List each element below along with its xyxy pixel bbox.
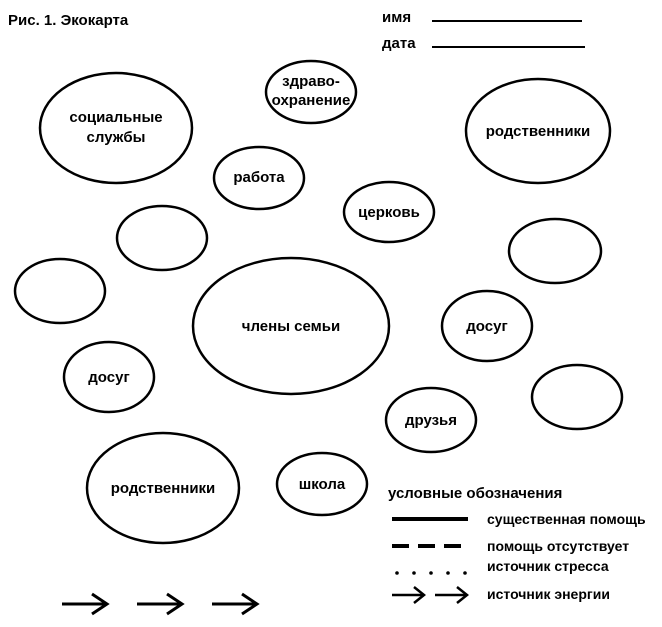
bottom-arrow-1: [62, 592, 110, 616]
social-label-2: службы: [87, 129, 146, 146]
circle-school: школа: [275, 451, 369, 517]
empty-circle-2: [507, 217, 603, 285]
legend-label-solid: существенная помощь: [487, 511, 646, 527]
friends-label: друзья: [405, 412, 457, 429]
legend-label-dotted: источник стресса: [487, 558, 609, 574]
social-label-1: социальные: [69, 109, 162, 126]
date-label: дата: [382, 35, 416, 52]
circle-friends: друзья: [384, 386, 478, 454]
bottom-arrow-3: [212, 592, 260, 616]
church-label: церковь: [358, 204, 420, 221]
family-label: члены семьи: [242, 318, 340, 335]
bottom-arrows: [62, 592, 260, 616]
circle-family-members: члены семьи: [191, 256, 391, 396]
school-ellipse: [275, 451, 369, 517]
empty-circle-3: [13, 257, 107, 325]
empty-circle-4: [530, 363, 624, 431]
leisure-right-ellipse: [440, 289, 534, 363]
health-label-2: охранение: [272, 92, 351, 109]
legend-arrows-line: [392, 586, 470, 604]
relatives-right-label: родственники: [486, 123, 591, 140]
name-label: имя: [382, 9, 411, 26]
circle-relatives-right: родственники: [464, 77, 612, 185]
school-label: школа: [299, 476, 346, 493]
work-ellipse: [212, 145, 306, 211]
social-ellipse: [38, 71, 194, 185]
legend-dotted-line: [395, 571, 467, 575]
circle-relatives-left: родственники: [85, 431, 241, 545]
circle-leisure-left: досуг: [62, 340, 156, 414]
leisure-left-ellipse: [62, 340, 156, 414]
legend-label-arrows: источник энергии: [487, 586, 610, 602]
leisure-right-label: досуг: [466, 318, 507, 335]
leisure-left-label: досуг: [88, 369, 129, 386]
legend: условные обозначения существенная помощь…: [388, 485, 646, 604]
work-label: работа: [233, 169, 285, 186]
circle-health: здраво- охранение: [264, 59, 358, 125]
church-ellipse: [342, 180, 436, 244]
friends-ellipse: [384, 386, 478, 454]
form-fields: имя дата: [382, 9, 585, 52]
circle-church: церковь: [342, 180, 436, 244]
health-ellipse: [264, 59, 358, 125]
circle-social-services: социальные службы: [38, 71, 194, 185]
bottom-arrow-2: [137, 592, 185, 616]
figure-title: Рис. 1. Экокарта: [8, 12, 129, 29]
family-ellipse: [191, 256, 391, 396]
circle-leisure-right: досуг: [440, 289, 534, 363]
health-label-1: здраво-: [282, 73, 340, 90]
relatives-left-label: родственники: [111, 480, 216, 497]
relatives-left-ellipse: [85, 431, 241, 545]
empty-circle-1: [115, 204, 209, 272]
circle-work: работа: [212, 145, 306, 211]
legend-title: условные обозначения: [388, 485, 562, 502]
relatives-right-ellipse: [464, 77, 612, 185]
legend-label-dashed: помощь отсутствует: [487, 538, 629, 554]
